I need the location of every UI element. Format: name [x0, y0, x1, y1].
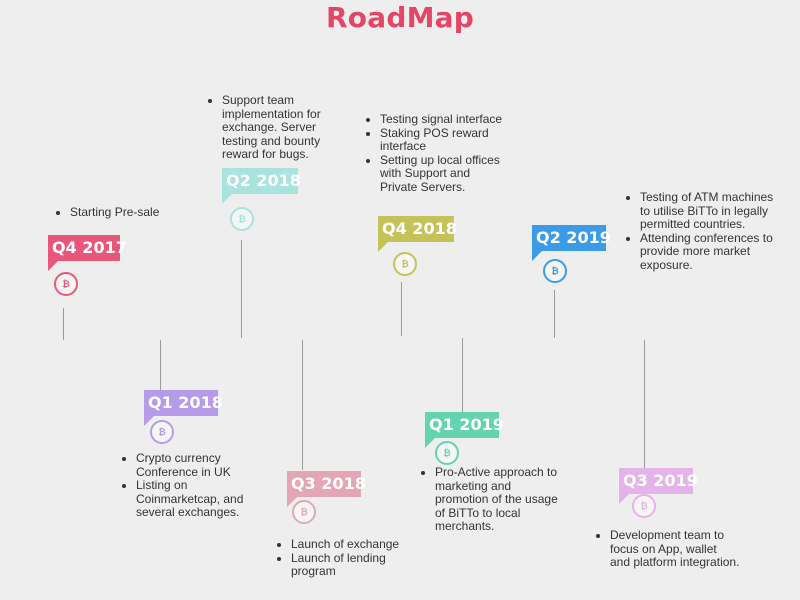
milestone-notes: Crypto currency Conference in UK Listing… [122, 451, 266, 520]
note-item: Crypto currency Conference in UK [136, 451, 266, 479]
note-item: Testing of ATM machines to utilise BiTTo… [640, 190, 780, 232]
milestone-label-text: Q4 2018 [382, 219, 457, 238]
timeline-connector [160, 340, 161, 392]
bitcoin-coin-icon: ₿ [393, 252, 417, 276]
tag-notch [287, 497, 297, 507]
milestone-label: Q3 2019 [619, 468, 698, 504]
bitcoin-coin-icon: ₿ [632, 494, 656, 518]
tag-notch [48, 261, 58, 271]
bitcoin-coin-icon: ₿ [435, 441, 459, 465]
tag-notch [425, 438, 435, 448]
milestone-notes: Launch of exchange Launch of lending pro… [277, 537, 421, 579]
milestone-label: Q4 2018 [378, 216, 457, 252]
bitcoin-symbol-icon: ₿ [443, 448, 451, 458]
milestone-label: Q1 2018 [144, 390, 223, 426]
note-item: Launch of lending program [291, 551, 421, 579]
bitcoin-coin-icon: ₿ [54, 272, 78, 296]
tag-notch [619, 494, 629, 504]
tag-notch [144, 416, 154, 426]
milestone-notes: Pro-Active approach to marketing and pro… [421, 465, 559, 534]
milestone-label-text: Q1 2019 [429, 415, 504, 434]
note-item: Attending conferences to provide more ma… [640, 231, 780, 273]
bitcoin-symbol-icon: ₿ [158, 427, 166, 437]
milestone-label-text: Q3 2019 [623, 471, 698, 490]
milestone-notes: Testing of ATM machines to utilise BiTTo… [626, 190, 780, 273]
milestone-notes: Support team implementation for exchange… [208, 93, 346, 162]
note-item: Starting Pre-sale [70, 205, 190, 220]
bitcoin-symbol-icon: ₿ [551, 266, 559, 276]
timeline-connector [401, 282, 402, 336]
note-item: Staking POS reward interface [380, 126, 508, 154]
milestone-label: Q3 2018 [287, 471, 366, 507]
tag-notch [378, 242, 388, 252]
bitcoin-coin-icon: ₿ [150, 420, 174, 444]
milestone-label-text: Q2 2018 [226, 171, 301, 190]
milestone-label: Q2 2018 [222, 168, 301, 204]
timeline-connector [554, 290, 555, 338]
timeline-connector [63, 308, 64, 340]
milestone-label-text: Q1 2018 [148, 393, 223, 412]
milestone-notes: Starting Pre-sale [56, 205, 190, 220]
timeline-connector [241, 240, 242, 338]
note-item: Pro-Active approach to marketing and pro… [435, 465, 559, 534]
timeline-connector [302, 340, 303, 470]
milestone-label: Q2 2019 [532, 225, 611, 261]
bitcoin-symbol-icon: ₿ [62, 279, 70, 289]
timeline-connector [462, 338, 463, 412]
bitcoin-symbol-icon: ₿ [300, 507, 308, 517]
note-item: Listing on Coinmarketcap, and several ex… [136, 478, 266, 520]
bitcoin-coin-icon: ₿ [543, 259, 567, 283]
milestone-label-text: Q2 2019 [536, 228, 611, 247]
tag-notch [532, 251, 542, 261]
milestone-notes: Development team to focus on App, wallet… [596, 528, 740, 570]
bitcoin-symbol-icon: ₿ [640, 501, 648, 511]
note-item: Setting up local offices with Support an… [380, 153, 508, 195]
bitcoin-symbol-icon: ₿ [238, 214, 246, 224]
milestone-label-text: Q4 2017 [52, 238, 127, 257]
bitcoin-symbol-icon: ₿ [401, 259, 409, 269]
milestone-label: Q4 2017 [48, 235, 127, 271]
note-item: Support team implementation for exchange… [222, 93, 346, 162]
tag-notch [222, 194, 232, 204]
note-item: Development team to focus on App, wallet… [610, 528, 740, 570]
note-item: Launch of exchange [291, 537, 421, 552]
milestone-label-text: Q3 2018 [291, 474, 366, 493]
note-item: Testing signal interface [380, 112, 508, 127]
bitcoin-coin-icon: ₿ [230, 207, 254, 231]
milestone-notes: Testing signal interface Staking POS rew… [366, 112, 508, 195]
bitcoin-coin-icon: ₿ [292, 500, 316, 524]
page-title: RoadMap [326, 1, 474, 34]
milestone-label: Q1 2019 [425, 412, 504, 448]
timeline-connector [644, 340, 645, 468]
